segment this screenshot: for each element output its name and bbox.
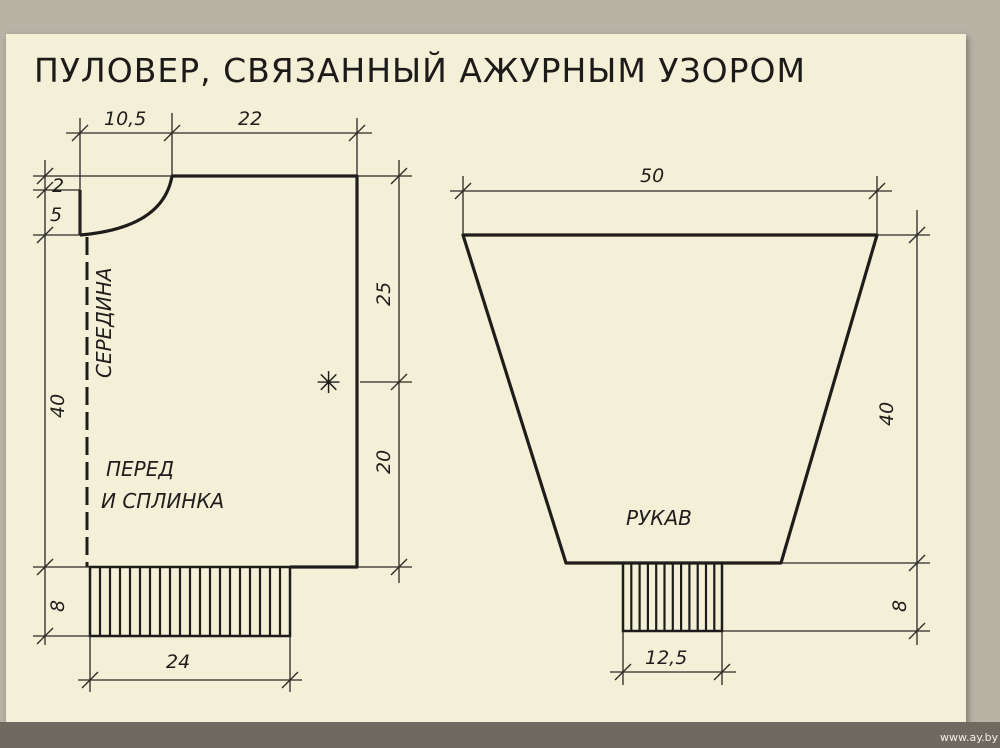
dim-total-height: 40 <box>47 394 69 418</box>
sleeve-rib-stripes <box>630 563 716 631</box>
dim-sleeve-height: 40 <box>876 402 898 426</box>
body-dimensions: 10,5 22 2 5 40 8 25 20 24 <box>33 108 412 692</box>
armhole-marker-icon: ✳ <box>316 366 341 401</box>
body-label-line1: ПЕРЕД <box>106 457 174 481</box>
sleeve-label: РУКАВ <box>626 506 692 530</box>
diagram-title: ПУЛОВЕР, СВЯЗАННЫЙ АЖУРНЫМ УЗОРОМ <box>34 50 806 90</box>
body-piece: СЕРЕДИНА ПЕРЕД И СПЛИНКА ✳ <box>78 174 359 638</box>
dim-neck-width: 10,5 <box>104 108 146 130</box>
dim-neck-drop-small: 2 <box>52 175 64 197</box>
body-outline <box>79 174 359 569</box>
center-label: СЕРЕДИНА <box>92 267 116 378</box>
sleeve-dimensions: 50 40 8 12,5 <box>450 165 930 685</box>
body-rib-stripes <box>98 567 282 636</box>
pattern-card <box>6 34 966 734</box>
sleeve-piece: РУКАВ <box>461 233 879 633</box>
table-surface <box>0 722 1000 748</box>
dim-cuff-height: 8 <box>889 600 911 612</box>
dim-cuff-width: 12,5 <box>645 647 687 669</box>
body-label-line2: И СПЛИНКА <box>101 489 224 513</box>
dim-rib-width: 24 <box>166 651 190 673</box>
dim-rib-height: 8 <box>47 600 69 612</box>
dim-armhole-height: 25 <box>373 282 395 306</box>
dim-sleeve-top-width: 50 <box>640 165 664 187</box>
watermark: www.ay.by <box>940 731 999 744</box>
dim-side-height: 20 <box>373 450 395 474</box>
dim-shoulder-width: 22 <box>238 108 262 130</box>
dim-neck-drop: 5 <box>50 204 62 226</box>
